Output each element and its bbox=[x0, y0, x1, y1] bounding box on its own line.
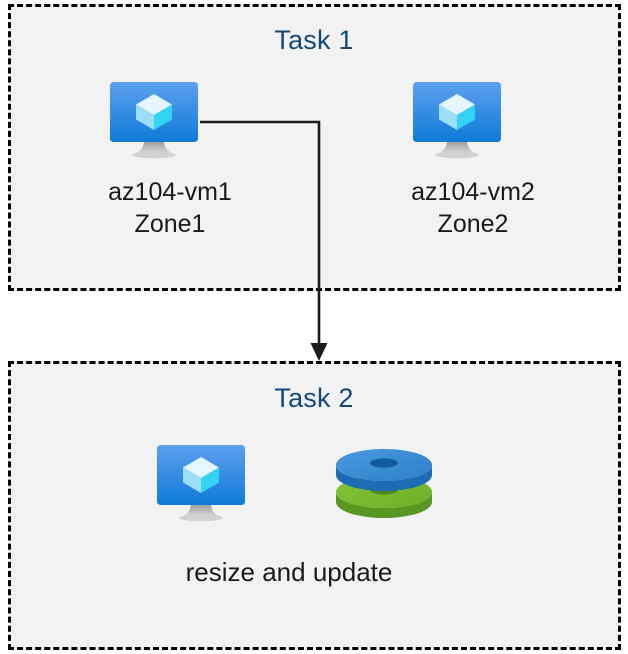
virtual-machine-icon bbox=[155, 443, 247, 525]
vm2-label: az104-vm2 Zone2 bbox=[411, 178, 535, 238]
task-2-title: Task 2 bbox=[274, 383, 354, 413]
managed-disks-icon bbox=[332, 443, 436, 525]
virtual-machine-icon bbox=[411, 80, 503, 162]
task-1-title: Task 1 bbox=[274, 25, 354, 55]
virtual-machine-icon bbox=[108, 80, 200, 162]
task-2-container bbox=[8, 361, 621, 650]
vm1-label: az104-vm1 Zone1 bbox=[108, 178, 232, 238]
task-2-action-label: resize and update bbox=[185, 557, 393, 587]
